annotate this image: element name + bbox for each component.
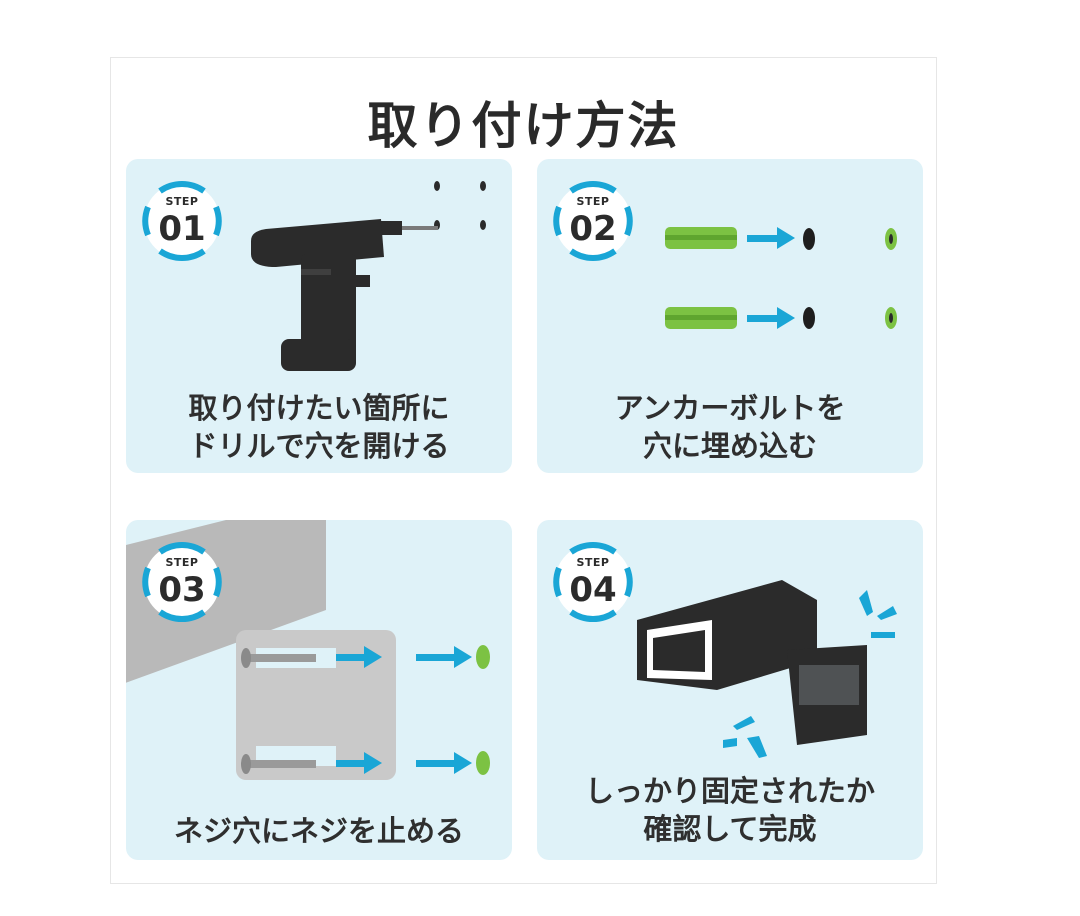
- step-badge: STEP 01: [138, 177, 226, 265]
- screw-icon: [241, 648, 316, 774]
- arrow-right-icon: [747, 227, 795, 329]
- step-ring-icon: [142, 180, 222, 262]
- step-number: 01: [158, 209, 206, 249]
- step-ring-icon: [553, 180, 633, 262]
- step-label: STEP: [576, 195, 610, 208]
- step-ring-icon: [142, 541, 222, 623]
- step-card-02: STEP 02 アンカーボルトを 穴に埋め込む: [537, 159, 923, 473]
- step-caption: しっかり固定されたか 確認して完成: [537, 772, 923, 848]
- step-label: STEP: [576, 556, 610, 569]
- step-label: STEP: [165, 556, 199, 569]
- step-badge: STEP 02: [549, 177, 637, 265]
- arrow-right-icon: [336, 646, 472, 774]
- step-label: STEP: [165, 195, 199, 208]
- step-caption: アンカーボルトを 穴に埋め込む: [537, 389, 923, 465]
- page-title: 取り付け方法: [367, 97, 680, 155]
- drill-illustration: [251, 181, 486, 371]
- step-caption: ネジ穴にネジを止める: [126, 812, 512, 850]
- anchor-illustration: [665, 227, 897, 329]
- step-badge: STEP 04: [549, 538, 637, 626]
- drill-holes: [434, 181, 486, 230]
- anchor-bolt-icon: [665, 227, 737, 329]
- step-card-01: STEP 01 取り付けたい箇所に ドリルで穴を開ける: [126, 159, 512, 473]
- mounted-illustration: [637, 580, 897, 758]
- caption-line-1: 取り付けたい箇所に: [188, 391, 450, 425]
- instruction-sheet: 取り付け方法: [110, 57, 937, 884]
- step-ring-icon: [553, 541, 633, 623]
- caption-line-1: しっかり固定されたか: [584, 774, 875, 808]
- caption-line-2: 穴に埋め込む: [642, 429, 817, 463]
- caption-line-1: アンカーボルトを: [614, 391, 846, 425]
- caption-line-2: ドリルで穴を開ける: [188, 429, 450, 463]
- shine-marks: [723, 590, 897, 758]
- step-card-03: STEP 03 ネジ穴にネジを止める: [126, 520, 512, 860]
- step-number: 04: [569, 570, 617, 610]
- wall-holes: [803, 228, 897, 329]
- step-number: 02: [569, 209, 617, 249]
- step-card-04: STEP 04 しっかり固定されたか 確認して完成: [537, 520, 923, 860]
- anchor-heads: [476, 645, 490, 775]
- caption-line-1: ネジ穴にネジを止める: [173, 814, 464, 848]
- drill-icon: [251, 219, 438, 371]
- step-badge: STEP 03: [138, 538, 226, 626]
- screw-illustration: [126, 520, 490, 780]
- mounted-bracket-icon: [637, 580, 867, 745]
- step-caption: 取り付けたい箇所に ドリルで穴を開ける: [126, 389, 512, 465]
- step-number: 03: [158, 570, 206, 610]
- caption-line-2: 確認して完成: [643, 812, 817, 846]
